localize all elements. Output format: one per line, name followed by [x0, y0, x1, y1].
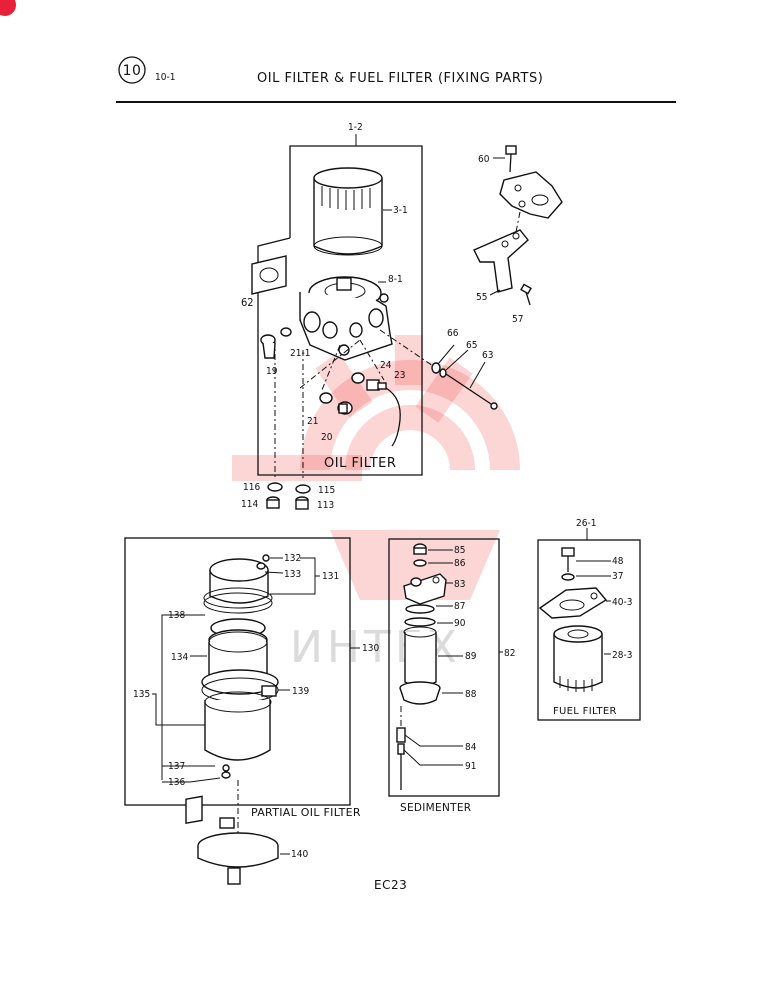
callout-114: 114 — [241, 499, 258, 510]
callout-21-1: 21-1 — [290, 348, 310, 359]
partial-oil-filter-group: 132 133 131 139 138 134 135 137 — [124, 537, 379, 885]
footer-code: EC23 — [374, 878, 407, 892]
washer-21-1 — [280, 327, 292, 337]
page-number: 10 — [123, 63, 142, 79]
callout-130: 130 — [362, 643, 379, 654]
callout-134: 134 — [171, 652, 188, 663]
washer-115 — [295, 484, 311, 494]
callout-37: 37 — [612, 571, 623, 582]
oil-filter-head — [299, 276, 393, 361]
callout-48: 48 — [612, 556, 624, 567]
page-header: 10 10-1 OIL FILTER & FUEL FILTER (FIXING… — [116, 56, 676, 103]
plug-113 — [295, 496, 309, 510]
callout-55: 55 — [476, 292, 487, 303]
sensor-23 — [366, 379, 401, 447]
group-label-partial-oil-filter: PARTIAL OIL FILTER — [251, 806, 361, 819]
plug-19 — [260, 334, 276, 359]
callout-26-1: 26-1 — [576, 518, 596, 529]
callout-132: 132 — [284, 553, 301, 564]
oil-filter-frame — [257, 145, 423, 476]
callout-87: 87 — [454, 601, 465, 612]
callout-139: 139 — [292, 686, 309, 697]
plug-114 — [266, 496, 280, 509]
callout-88: 88 — [465, 689, 477, 700]
callout-20: 20 — [321, 432, 333, 443]
callout-140: 140 — [291, 849, 308, 860]
callout-3-1: 3-1 — [393, 205, 408, 216]
o-ring-24 — [351, 372, 365, 384]
callout-66: 66 — [447, 328, 459, 339]
callout-91: 91 — [465, 761, 476, 772]
oil-filter-cartridge — [313, 167, 383, 256]
oil-filter-group: 1-2 3-1 62 — [241, 122, 437, 511]
callout-131: 131 — [322, 571, 339, 582]
callout-82: 82 — [504, 648, 515, 659]
fuel-filter-frame — [537, 539, 641, 721]
callout-135: 135 — [133, 689, 150, 700]
callout-90: 90 — [454, 618, 466, 629]
page-title: OIL FILTER & FUEL FILTER (FIXING PARTS) — [257, 71, 543, 86]
callout-138: 138 — [168, 610, 185, 621]
callout-86: 86 — [454, 558, 466, 569]
fuel-filter-group: 26-1 48 37 40-3 28-3 FUEL FILTER — [537, 518, 641, 721]
callout-115: 115 — [318, 485, 335, 496]
callout-116: 116 — [243, 482, 260, 493]
callout-89: 89 — [465, 651, 477, 662]
callout-137: 137 — [168, 761, 185, 772]
callout-85: 85 — [454, 545, 465, 556]
washer-116 — [267, 482, 283, 492]
band-clamp-140 — [185, 795, 279, 885]
callout-23: 23 — [394, 370, 405, 381]
callout-136: 136 — [168, 777, 185, 788]
section-number: 10-1 — [155, 72, 175, 83]
callout-19: 19 — [266, 366, 278, 377]
group-label-fuel-filter: FUEL FILTER — [553, 706, 617, 717]
callout-8-1: 8-1 — [388, 274, 403, 285]
page-number-circle — [118, 56, 146, 84]
callout-62: 62 — [241, 296, 254, 309]
callout-40-3: 40-3 — [612, 597, 632, 608]
callout-60: 60 — [478, 154, 490, 165]
sedimenter-group: 85 86 83 87 90 89 88 84 — [388, 538, 515, 814]
bracket-group: 60 55 57 66 65 63 — [431, 145, 563, 410]
callout-133: 133 — [284, 569, 301, 580]
gasket-62 — [251, 255, 287, 295]
sedimenter-frame — [388, 538, 500, 797]
plug-20 — [337, 401, 353, 415]
callout-83: 83 — [454, 579, 465, 590]
callout-63: 63 — [482, 350, 493, 361]
corner-badge — [0, 0, 16, 16]
callout-24: 24 — [380, 360, 392, 371]
group-label-sedimenter: SEDIMENTER — [400, 802, 471, 814]
washer-21 — [319, 392, 333, 404]
callout-65: 65 — [466, 340, 477, 351]
group-label-oil-filter: OIL FILTER — [324, 456, 396, 471]
callout-57: 57 — [512, 314, 523, 325]
callout-28-3: 28-3 — [612, 650, 632, 661]
callout-113: 113 — [317, 500, 334, 511]
callout-1-2: 1-2 — [348, 122, 363, 133]
callout-21: 21 — [307, 416, 318, 427]
callout-84: 84 — [465, 742, 477, 753]
